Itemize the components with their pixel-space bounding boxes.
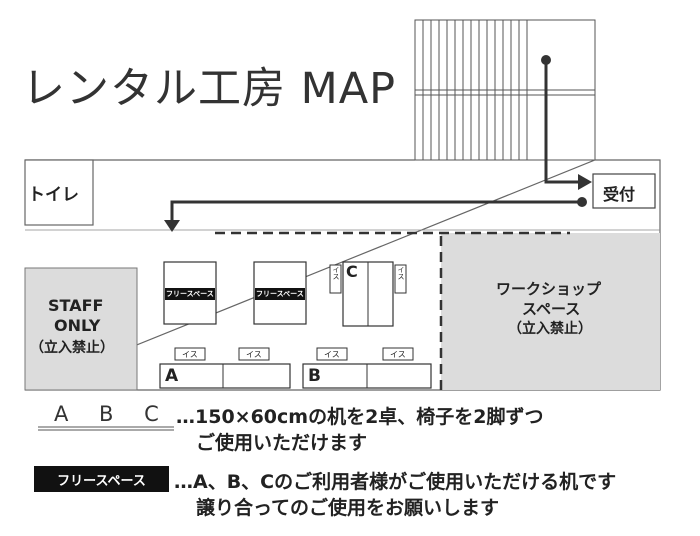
chair-b-1 <box>316 347 348 361</box>
chair-a-1 <box>174 347 206 361</box>
chair-label-2: イス <box>246 350 262 359</box>
page-title: レンタル工房 MAP <box>22 64 397 114</box>
workshop-space-area <box>441 233 660 390</box>
reception-box <box>592 173 656 209</box>
chair-c-right <box>394 264 407 294</box>
workshop-label-2: スペース <box>522 300 581 318</box>
chair-b-2 <box>382 347 414 361</box>
legend-abc-underline <box>38 426 174 431</box>
route-lines <box>164 55 592 232</box>
desk-b-label: B <box>308 366 321 386</box>
staff-only-label-3: （立入禁止） <box>30 340 114 356</box>
staff-only-label-1: STAFF <box>48 296 104 315</box>
legend-free-space-badge: フリースペース <box>34 466 169 492</box>
toilet-label: トイレ <box>28 185 79 205</box>
staff-only-label-2: ONLY <box>54 316 101 335</box>
chair-a-2 <box>238 347 270 361</box>
chair-c-right-label: イス <box>397 266 405 280</box>
free-space-tag-2: フリースペース <box>256 290 304 298</box>
free-space-tag-1: フリースペース <box>166 290 214 298</box>
legend-free-line-2: 譲り合ってのご使用をお願いします <box>196 497 500 519</box>
legend-abc-line-2: ご使用いただけます <box>196 432 368 454</box>
chair-label-3: イス <box>324 350 340 359</box>
floor-plan-map <box>24 19 661 391</box>
chair-label-4: イス <box>390 350 406 359</box>
reception-label: 受付 <box>603 185 636 204</box>
desk-a <box>159 363 291 389</box>
chair-c-left-label: イス <box>332 266 340 280</box>
workshop-label-1: ワークショップ <box>496 280 602 298</box>
toilet-room <box>24 159 94 226</box>
chair-c-left <box>329 264 342 294</box>
chair-label-1: イス <box>182 350 198 359</box>
legend-abc-label: A B C <box>54 402 171 426</box>
desk-c-label: C <box>346 262 358 281</box>
workshop-label-3: （立入禁止） <box>508 321 592 337</box>
desk-a-label: A <box>165 366 179 386</box>
staff-only-area <box>24 267 138 391</box>
legend-abc-line-1: …150×60cmの机を2卓、椅子を2脚ずつ <box>176 406 544 428</box>
staircase <box>414 19 596 161</box>
legend-free-line-1: …A、B、Cのご利用者様がご使用いただける机です <box>174 471 617 493</box>
